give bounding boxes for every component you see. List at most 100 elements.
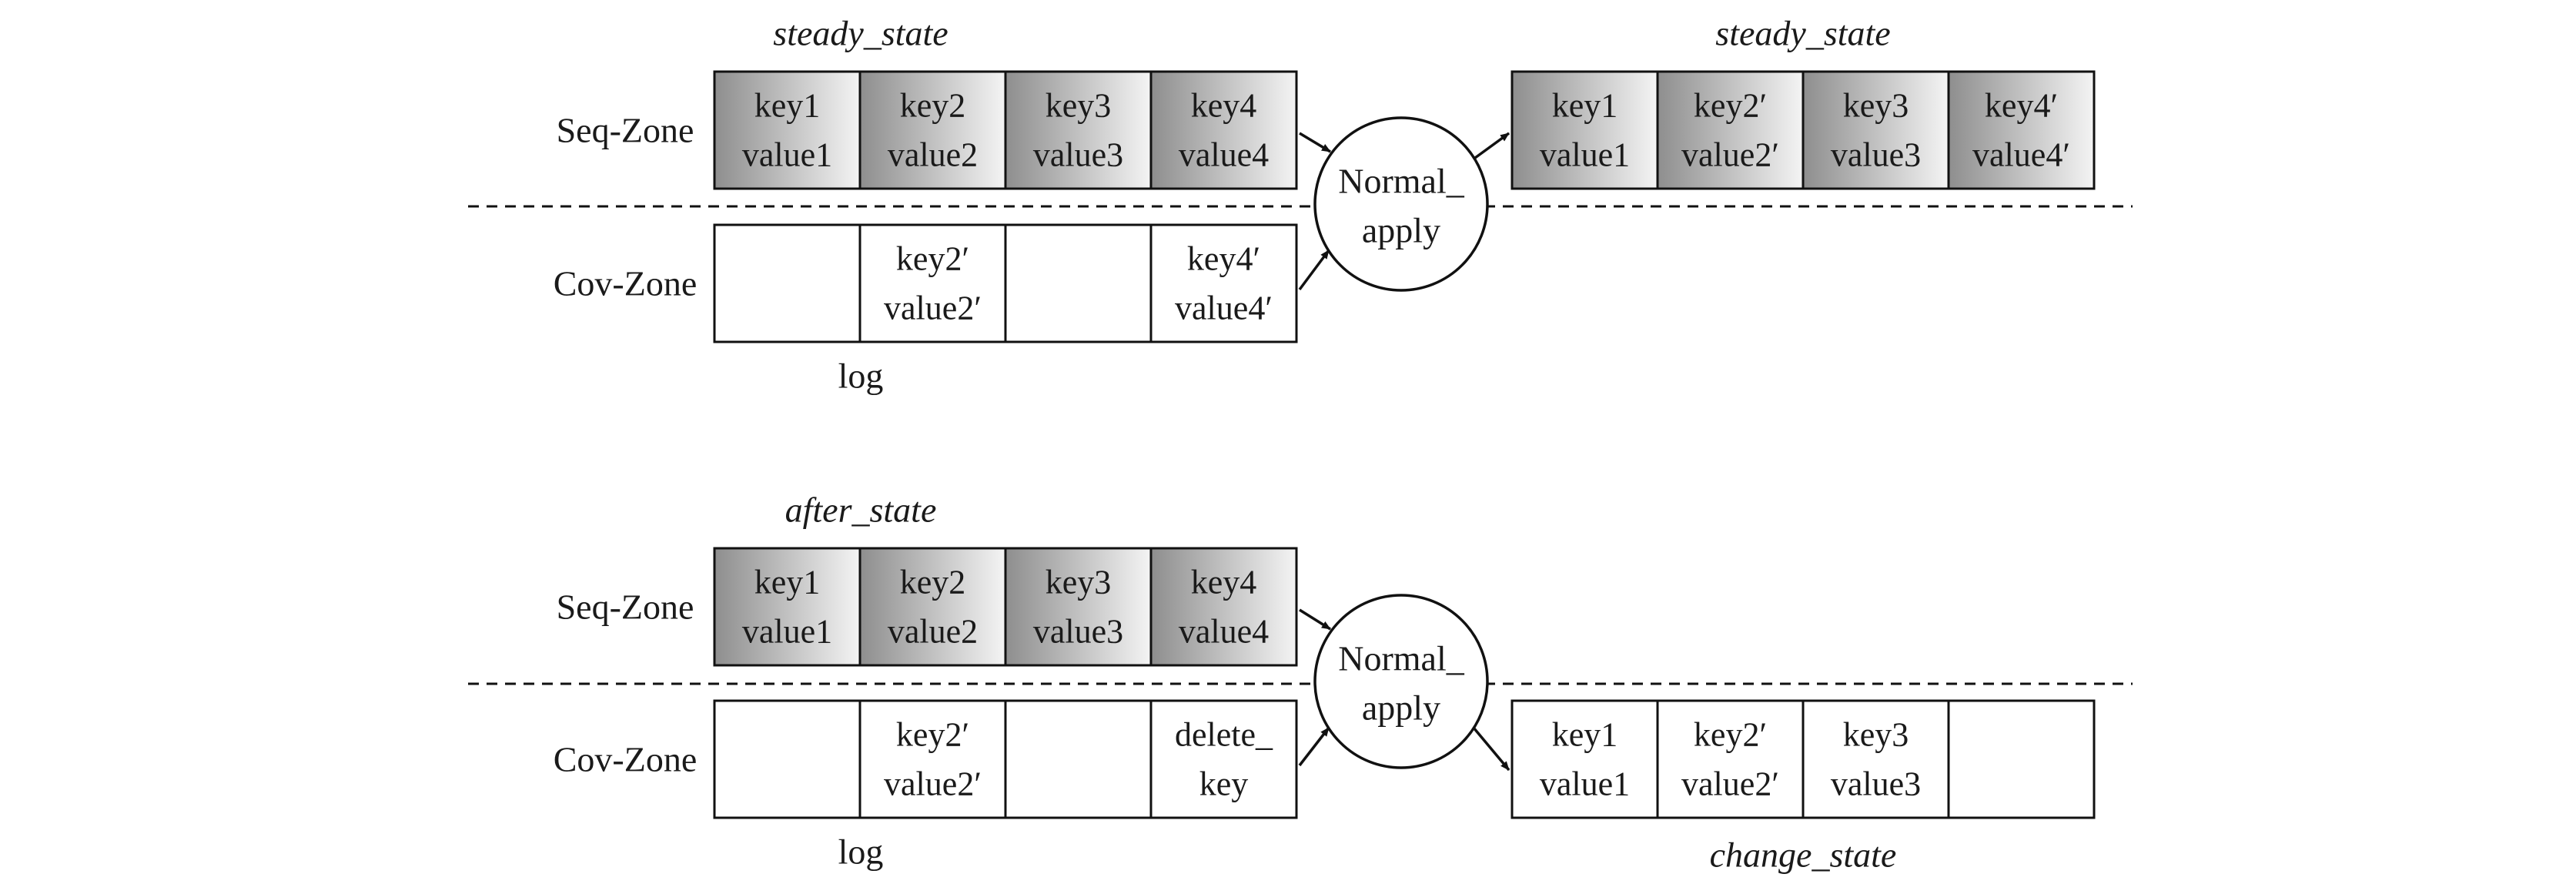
cell-value: value3 [1033, 613, 1123, 651]
arrow-seq-to-apply [1299, 132, 1331, 153]
operation-circle [1313, 116, 1489, 292]
seq-state-label: after_state [785, 491, 937, 530]
cell-box [1947, 699, 2096, 819]
cell-box [1149, 547, 1298, 667]
output-state-label: change_state [1710, 835, 1897, 875]
cell-key: key2′ [1694, 87, 1767, 125]
cell-box [1947, 70, 2096, 190]
operation-label-line1: Normal_ [1338, 162, 1465, 201]
seq-zone-label: Seq-Zone [557, 111, 694, 150]
cell-key: key4 [1191, 87, 1257, 125]
cell-key: key4′ [1187, 240, 1260, 278]
cov-zone-row-cell [1004, 699, 1153, 819]
seq-state-label: steady_state [773, 14, 948, 53]
output-row: key1 value1 key2′ value2′ key3 value3 [1510, 699, 2096, 819]
cell-value: value2′ [884, 765, 982, 803]
cell-key: key1 [1552, 87, 1618, 125]
output-row-cell: key2′ value2′ [1656, 699, 1805, 819]
seq-zone-label: Seq-Zone [557, 588, 694, 627]
cell-box [1004, 223, 1153, 343]
cell-value: value3 [1033, 136, 1123, 174]
cell-key: key2′ [1694, 716, 1767, 754]
cell-key: key2 [900, 564, 966, 601]
seq-zone-row-cell: key3 value3 [1004, 70, 1153, 190]
cell-box [1004, 699, 1153, 819]
cell-value: value1 [1540, 136, 1630, 174]
cov-zone-row-cell [1004, 223, 1153, 343]
cell-box [713, 547, 861, 667]
operation-label-line2: apply [1362, 211, 1440, 250]
cell-key: key3 [1045, 87, 1112, 125]
cov-zone-row-cell: key2′ value2′ [858, 223, 1007, 343]
cell-key: key1 [754, 564, 821, 601]
seq-zone-row-cell: key1 value1 [713, 70, 861, 190]
cov-zone-row-cell: key2′ value2′ [858, 699, 1007, 819]
cov-zone-label: Cov-Zone [554, 740, 698, 779]
arrow-apply-to-output [1474, 132, 1510, 159]
output-row-cell: key1 value1 [1510, 70, 1659, 190]
cell-value: value1 [742, 613, 832, 651]
cell-value: key [1199, 765, 1249, 803]
cov-zone-row: key2′ value2′ delete_key [713, 699, 1298, 819]
cell-key: key2′ [896, 716, 969, 754]
log-label: log [838, 357, 884, 396]
cell-box [858, 70, 1007, 190]
cell-box [713, 699, 861, 819]
cell-key: delete_ [1175, 716, 1273, 754]
cell-key: key4 [1191, 564, 1257, 601]
seq-zone-row-cell: key1 value1 [713, 547, 861, 667]
cell-box [858, 547, 1007, 667]
arrow-cov-to-apply [1298, 726, 1330, 767]
cell-value: value2 [888, 136, 978, 174]
cell-value: value4′ [1972, 136, 2070, 174]
cov-zone-row-cell [713, 223, 861, 343]
cell-value: value4′ [1175, 290, 1273, 327]
cell-value: value3 [1831, 765, 1921, 803]
seq-zone-row-cell: key4 value4 [1149, 547, 1298, 667]
cov-zone-row-cell [713, 699, 861, 819]
cell-value: value2′ [1681, 765, 1779, 803]
output-row-cell [1947, 699, 2096, 819]
cell-value: value4 [1179, 613, 1269, 651]
cell-box [1802, 70, 1950, 190]
arrow-seq-to-apply [1299, 608, 1331, 631]
cell-value: value1 [1540, 765, 1630, 803]
arrow-apply-to-output [1472, 726, 1510, 772]
cell-key: key3 [1045, 564, 1112, 601]
cell-value: value1 [742, 136, 832, 174]
cell-box [1656, 699, 1805, 819]
cell-key: key2′ [896, 240, 969, 278]
cell-key: key4′ [1985, 87, 2058, 125]
normal-apply-node: Normal_apply [1313, 594, 1489, 769]
output-row-cell: key4′ value4′ [1947, 70, 2096, 190]
cov-zone-row: key2′ value2′ key4′ value4′ [713, 223, 1298, 343]
cell-key: key3 [1843, 716, 1909, 754]
cov-zone-row-cell: key4′ value4′ [1149, 223, 1298, 343]
cell-key: key1 [1552, 716, 1618, 754]
operation-label-line2: apply [1362, 688, 1440, 728]
output-row-cell: key3 value3 [1802, 699, 1950, 819]
cell-key: key1 [754, 87, 821, 125]
log-label: log [838, 832, 884, 872]
operation-label-line1: Normal_ [1338, 639, 1465, 678]
output-row-cell: key2′value2′ [1656, 70, 1805, 190]
cell-box [1149, 70, 1298, 190]
cell-box [1149, 699, 1298, 819]
seq-zone-row-cell: key3 value3 [1004, 547, 1153, 667]
arrow-cov-to-apply [1298, 249, 1330, 291]
output-row-cell: key1 value1 [1510, 699, 1659, 819]
cell-box [1149, 223, 1298, 343]
panel-top: steady_statelogSeq-ZoneCov-Zonekey1value… [468, 14, 2133, 396]
output-state-label: steady_state [1715, 14, 1890, 53]
normal-apply-node: Normal_apply [1313, 116, 1489, 292]
cell-value: value2′ [884, 290, 982, 327]
operation-circle [1313, 594, 1489, 769]
cell-box [713, 223, 861, 343]
